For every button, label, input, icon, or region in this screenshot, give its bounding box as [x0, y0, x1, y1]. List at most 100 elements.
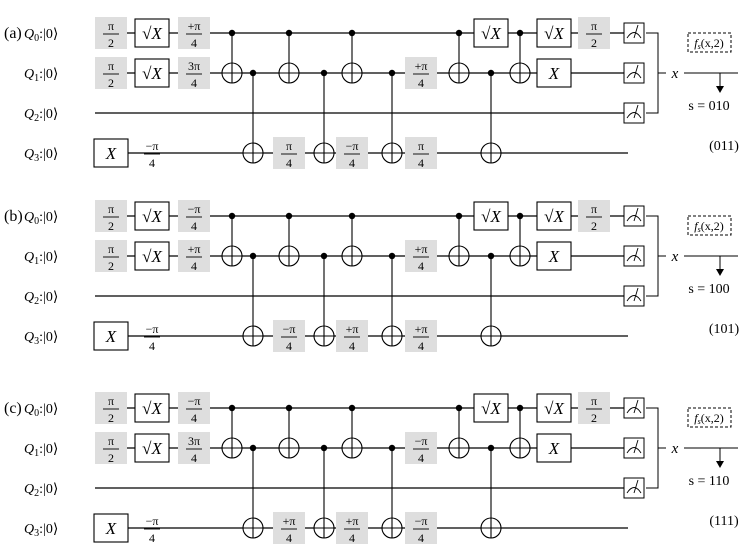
panel-label: (c) — [4, 400, 22, 417]
cnot-01b-control — [285, 212, 293, 220]
after-sqrt-q0-den: 4 — [191, 411, 197, 425]
oracle-arrow-head — [716, 461, 724, 468]
phase-q1-bg — [95, 432, 127, 464]
x-gate-q1-box — [536, 241, 572, 271]
panel-label: (b) — [4, 208, 23, 225]
phase-q1-num: π — [108, 434, 114, 448]
output-x: x — [671, 66, 679, 82]
after-sqrt-q1-den: 4 — [191, 451, 197, 465]
phase-q1b-bg — [405, 240, 437, 272]
phase-q1-bg — [95, 240, 127, 272]
phase-q3b-den: 4 — [349, 531, 355, 545]
sqrtx-q0c-label: √X — [544, 207, 564, 226]
sqrtx-q0-box — [134, 18, 170, 48]
qubit-label-2: Q2:|0⟩ — [24, 107, 58, 124]
cnot-01c-control — [348, 212, 356, 220]
sqrtx-q0c-label: √X — [544, 24, 564, 43]
oracle-label: fs(x,2) — [694, 36, 723, 51]
phase-q1b-num: −π — [415, 434, 428, 448]
final-phase-q0-den: 2 — [591, 411, 597, 425]
cnot-13b-control — [320, 252, 328, 260]
cnot-01c-control — [348, 29, 356, 37]
x-gate-q3-box — [93, 138, 129, 168]
phase-q3-num: −π — [146, 322, 159, 336]
meter-q0-needle — [633, 399, 639, 414]
meter-q0-box — [623, 205, 645, 227]
meter-q2-box — [623, 285, 645, 307]
final-phase-q0-num: π — [591, 19, 597, 33]
phase-q1-den: 2 — [108, 76, 114, 90]
oracle-box — [687, 215, 732, 236]
s-alt-value: (101) — [709, 322, 740, 337]
phase-q3b-bg — [336, 320, 368, 352]
cnot-13-control — [249, 69, 257, 77]
s-value: s = 010 — [688, 99, 729, 114]
phase-q1b-den: 4 — [418, 451, 424, 465]
cnot-01d-control — [455, 29, 463, 37]
phase-q0-num: π — [108, 19, 114, 33]
phase-q1-bg — [95, 57, 127, 89]
meter-q1-needle — [633, 64, 639, 79]
meter-q0-needle — [633, 207, 639, 222]
output-x: x — [671, 441, 679, 457]
qubit-label-0: Q0:|0⟩ — [24, 210, 58, 227]
phase-q3-den: 4 — [149, 156, 155, 170]
cnot-01-control — [228, 404, 236, 412]
phase-q1-den: 2 — [108, 259, 114, 273]
sqrtx-q1-label: √X — [142, 439, 162, 458]
phase-q0-num: π — [108, 202, 114, 216]
after-sqrt-q0-den: 4 — [191, 36, 197, 50]
phase-q1-num: π — [108, 59, 114, 73]
sqrtx-q0b-box — [473, 201, 509, 231]
output-bracket — [646, 407, 659, 489]
panel-2: (c)Q0:|0⟩Q1:|0⟩Q2:|0⟩Q3:|0⟩π2π2X√X√X−π4−… — [4, 392, 739, 545]
sqrtx-q0b-box — [473, 18, 509, 48]
meter-q1-needle — [633, 439, 639, 454]
phase-q3a-num: +π — [283, 514, 296, 528]
cnot-13b-control — [320, 444, 328, 452]
phase-q3b-bg — [336, 137, 368, 169]
phase-q1-num: π — [108, 242, 114, 256]
cnot-01c-control — [348, 404, 356, 412]
final-phase-q0-num: π — [591, 202, 597, 216]
x-gate-q3-label: X — [105, 144, 117, 163]
x-gate-q3-box — [93, 321, 129, 351]
meter-q2-arc — [626, 112, 642, 119]
panel-0: (a)Q0:|0⟩Q1:|0⟩Q2:|0⟩Q3:|0⟩π2π2X√X√X−π4+… — [4, 17, 739, 170]
phase-q3a-bg — [273, 512, 305, 544]
meter-q1-arc — [626, 72, 642, 79]
qubit-label-0: Q0:|0⟩ — [24, 402, 58, 419]
after-sqrt-q1-num: +π — [188, 242, 201, 256]
phase-q3b-bg — [336, 512, 368, 544]
x-gate-q1-label: X — [548, 64, 560, 83]
meter-q2-needle — [633, 287, 639, 302]
cnot-01-control — [228, 212, 236, 220]
after-sqrt-q1-bg — [178, 57, 210, 89]
after-sqrt-q0-den: 4 — [191, 219, 197, 233]
cnot-13b-control — [320, 69, 328, 77]
cnot-01b-control — [285, 29, 293, 37]
final-phase-q0-num: π — [591, 394, 597, 408]
phase-q3b-num: −π — [346, 139, 359, 153]
after-sqrt-q1-num: 3π — [188, 434, 200, 448]
oracle-label: fs(x,2) — [694, 411, 723, 426]
cnot-01d-control — [455, 212, 463, 220]
meter-q2-arc — [626, 295, 642, 302]
phase-q3c-num: +π — [415, 322, 428, 336]
meter-q0-box — [623, 397, 645, 419]
cnot-01-control — [228, 29, 236, 37]
after-sqrt-q1-den: 4 — [191, 76, 197, 90]
qubit-label-1: Q1:|0⟩ — [24, 442, 58, 459]
meter-q2-box — [623, 477, 645, 499]
x-gate-q1-label: X — [548, 247, 560, 266]
oracle-arrow-head — [716, 86, 724, 93]
s-alt-value: (111) — [709, 514, 739, 529]
phase-q3a-bg — [273, 320, 305, 352]
phase-q0-den: 2 — [108, 411, 114, 425]
sqrtx-q0-box — [134, 393, 170, 423]
sqrtx-q0c-box — [536, 201, 572, 231]
oracle-arrow-head — [716, 269, 724, 276]
qubit-label-3: Q3:|0⟩ — [24, 330, 58, 347]
after-sqrt-q0-num: +π — [188, 19, 201, 33]
